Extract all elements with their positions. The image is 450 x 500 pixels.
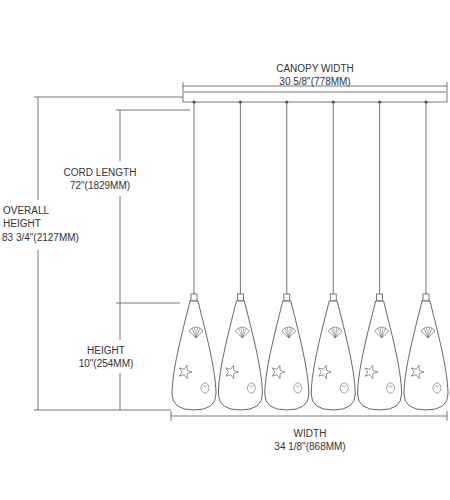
shell-rib (289, 328, 293, 338)
glass-shade (404, 301, 448, 410)
dimension-value: 83 3/4"(2127MM) (2, 231, 79, 244)
dimension-line (120, 373, 121, 410)
cord (426, 102, 427, 296)
socket-cap (191, 294, 197, 301)
shell-rib (424, 328, 428, 338)
cord (333, 102, 334, 296)
dimension-line (38, 97, 39, 200)
dimension-value: 10"(254MM) (79, 357, 134, 370)
socket-cap (423, 294, 429, 301)
dimension-line (120, 303, 121, 340)
shell-rib (331, 328, 335, 338)
leader-line (34, 97, 183, 98)
cord-grip (332, 100, 335, 103)
dimension-title: OVERALL HEIGHT (3, 204, 53, 230)
dimension-line (120, 196, 121, 303)
socket-cap (377, 294, 383, 301)
shell-rib (378, 328, 382, 338)
shell-rib (241, 328, 243, 338)
cord-grip (239, 100, 242, 103)
socket-cap (237, 294, 243, 301)
shell-motif (247, 383, 255, 393)
glass-shade (311, 301, 355, 410)
shell-rib (285, 328, 289, 338)
glass-shade (172, 301, 216, 410)
shell-rib (192, 328, 196, 338)
shell-detail (249, 385, 253, 387)
shell-motif (421, 327, 435, 338)
shell-rib (195, 328, 197, 338)
starfish-motif (226, 365, 239, 378)
cord (286, 102, 287, 296)
shell-detail (203, 385, 207, 387)
shell-motif (294, 383, 302, 393)
dimension-title: WIDTH (294, 427, 327, 440)
cord (240, 102, 241, 296)
dimension-tick (171, 411, 172, 421)
shell-rib (238, 328, 242, 338)
shell-detail (389, 385, 393, 387)
canopy (183, 92, 447, 102)
socket-cap (284, 294, 290, 301)
dimension-line (120, 110, 121, 161)
cord (379, 102, 380, 296)
dimension-value: 34 1/8"(868MM) (274, 440, 345, 453)
shell-motif (433, 383, 441, 393)
dimension-line (38, 250, 39, 410)
socket-cap (330, 294, 336, 301)
shell-rib (427, 328, 429, 338)
shell-rib (334, 328, 336, 338)
glass-shade (358, 301, 402, 410)
shell-rib (242, 328, 246, 338)
starfish-motif (272, 365, 285, 378)
shell-rib (428, 328, 432, 338)
shell-rib (380, 328, 382, 338)
shell-motif (375, 327, 389, 338)
shell-motif (282, 327, 296, 338)
shell-rib (335, 328, 339, 338)
leader-line (116, 110, 190, 111)
shell-motif (201, 383, 209, 393)
shell-rib (287, 328, 289, 338)
cord (194, 102, 195, 296)
shell-detail (435, 385, 439, 387)
dimension-value: 72"(1829MM) (70, 179, 130, 192)
shell-motif (235, 327, 249, 338)
dimension-value: 30 5/8"(778MM) (279, 75, 350, 88)
shell-motif (340, 383, 348, 393)
starfish-motif (365, 365, 378, 378)
leader-line (34, 410, 171, 411)
cord-grip (424, 100, 427, 103)
starfish-motif (411, 365, 424, 378)
shell-detail (296, 385, 300, 387)
shell-motif (189, 327, 203, 338)
dimension-title: CANOPY WIDTH (276, 62, 354, 75)
starfish-motif (179, 365, 192, 378)
shell-rib (382, 328, 386, 338)
starfish-motif (318, 365, 331, 378)
cord-grip (192, 100, 195, 103)
cord-grip (285, 100, 288, 103)
dimension-tick (183, 82, 184, 91)
shell-motif (328, 327, 342, 338)
dimension-tick (447, 411, 448, 421)
leader-line (116, 303, 180, 304)
dimension-title: CORD LENGTH (64, 166, 137, 179)
shell-rib (196, 328, 200, 338)
shell-detail (342, 385, 346, 387)
glass-shade (218, 301, 262, 410)
dimension-line (171, 416, 447, 417)
dimension-title: HEIGHT (87, 344, 125, 357)
cord-grip (378, 100, 381, 103)
glass-shade (265, 301, 309, 410)
dimension-tick (447, 82, 448, 91)
shell-motif (387, 383, 395, 393)
